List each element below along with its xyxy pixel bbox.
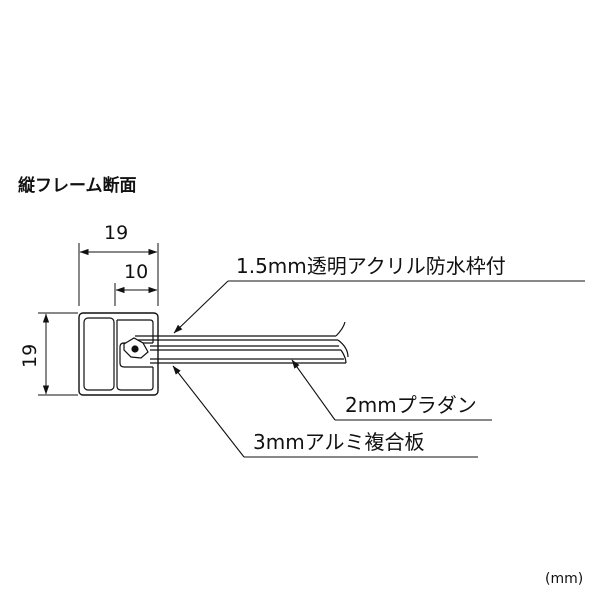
dimension-width-inner (114, 283, 158, 306)
dimension-height-label: 19 (19, 344, 41, 368)
panel-layers (135, 321, 349, 364)
dimension-width-outer (78, 243, 159, 306)
leader-pla-board (291, 359, 492, 421)
label-pla-board: 2mmプラダン (345, 393, 477, 417)
leader-acrylic (173, 280, 585, 334)
frame-profile (78, 312, 159, 396)
leader-aluminum (172, 365, 478, 458)
waterproof-gasket (123, 337, 149, 359)
label-acrylic: 1.5mm透明アクリル防水枠付 (236, 254, 506, 278)
dimension-height (38, 312, 78, 396)
dimension-width-outer-label: 19 (104, 222, 128, 244)
dimension-width-inner-label: 10 (124, 261, 148, 283)
label-aluminum: 3mmアルミ複合板 (253, 430, 425, 454)
page-title: 縦フレーム断面 (18, 175, 137, 196)
unit-label: (mm) (545, 571, 583, 587)
